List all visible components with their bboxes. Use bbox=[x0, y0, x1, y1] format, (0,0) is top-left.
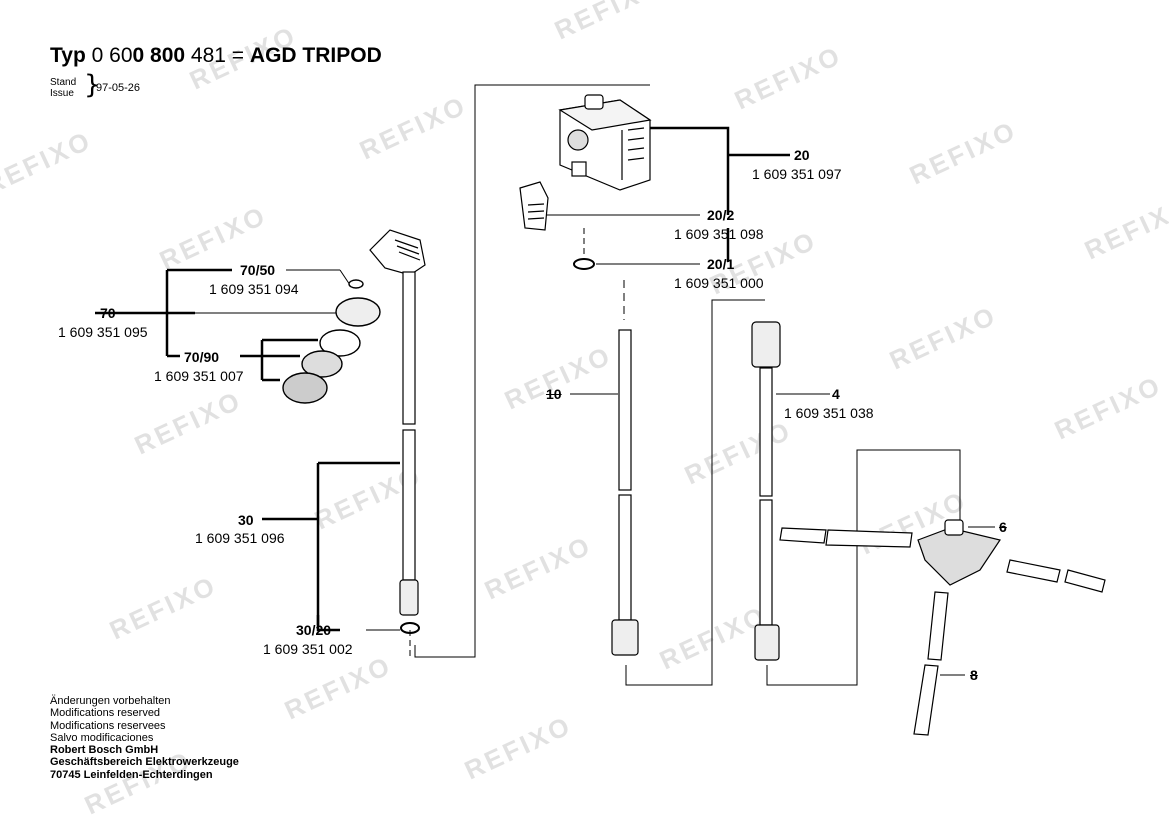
bracket-30-20 bbox=[316, 615, 340, 632]
type-number-c: 481 bbox=[190, 44, 226, 67]
part-label-30-20: 30/20 bbox=[296, 622, 332, 638]
part-number-30: 1 609 351 096 bbox=[195, 530, 285, 546]
brace-glyph: } bbox=[84, 70, 101, 100]
valve-body-icon bbox=[558, 94, 652, 191]
typ-word: Typ bbox=[50, 44, 86, 67]
part-number-70-50: 1 609 351 094 bbox=[209, 281, 299, 297]
part-number-20: 1 609 351 097 bbox=[752, 166, 842, 182]
footer-line: Salvo modificaciones bbox=[50, 731, 154, 744]
part-label-70-50: 70/50 bbox=[240, 262, 276, 278]
type-number-a: 0 60 bbox=[91, 44, 133, 67]
page-title: Typ 0 600 800 481 = AGD TRIPOD bbox=[50, 44, 382, 68]
part-label-30: 30 bbox=[238, 512, 254, 528]
part-number-70-90: 1 609 351 007 bbox=[154, 368, 244, 384]
product-name: AGD TRIPOD bbox=[249, 44, 382, 67]
filter-icon bbox=[519, 181, 549, 231]
part-label-20-2: 20/2 bbox=[707, 207, 735, 223]
part-label-20-1: 20/1 bbox=[707, 256, 735, 272]
part-label-20: 20 bbox=[794, 147, 810, 163]
part-number-70: 1 609 351 095 bbox=[58, 324, 148, 340]
footer-division: Geschäftsbereich Elektrowerkzeuge bbox=[50, 756, 239, 769]
bracket-70-90 bbox=[240, 338, 318, 382]
stand-label: Stand bbox=[50, 77, 77, 88]
tube-10-icon bbox=[611, 329, 639, 656]
washer-icon bbox=[400, 622, 420, 634]
frame-left bbox=[414, 84, 650, 658]
part-number-30-20: 1 609 351 002 bbox=[263, 641, 353, 657]
footer-company: Robert Bosch GmbH bbox=[50, 744, 159, 757]
frame-right bbox=[766, 449, 961, 686]
tripod-legs-icon bbox=[779, 527, 1106, 736]
struck-label-10: 10 bbox=[546, 386, 562, 402]
issue-label: Issue bbox=[50, 88, 74, 99]
part-number-20-2: 1 609 351 098 bbox=[674, 226, 764, 242]
bracket-70 bbox=[95, 268, 232, 358]
footer-notes: Änderungen vorbehalten Modifications res… bbox=[50, 695, 239, 781]
tube-4-icon bbox=[751, 321, 781, 661]
part-number-20-1: 1 609 351 000 bbox=[674, 275, 764, 291]
bracket-20 bbox=[650, 126, 790, 215]
part-label-70-90: 70/90 bbox=[184, 349, 220, 365]
stand-issue-labels: Stand Issue bbox=[50, 77, 76, 99]
tripod-hub-icon bbox=[917, 519, 1001, 586]
spray-tube-30-icon bbox=[369, 229, 426, 616]
part-number-4: 1 609 351 038 bbox=[784, 405, 874, 421]
footer-line: Modifications reserved bbox=[50, 707, 161, 720]
footer-line: Modifications reservees bbox=[50, 719, 166, 732]
bracket-30 bbox=[262, 461, 400, 625]
footer-address: 70745 Leinfelden-Echterdingen bbox=[50, 768, 213, 781]
frame-mid bbox=[625, 299, 765, 686]
footer-line: Änderungen vorbehalten bbox=[50, 695, 171, 707]
issue-date: 97-05-26 bbox=[96, 82, 141, 94]
type-number-b: 0 800 bbox=[132, 44, 186, 67]
o-ring-icon bbox=[573, 258, 595, 270]
equals-sign: = bbox=[231, 44, 245, 67]
struck-label-6: 6 bbox=[999, 519, 1007, 535]
part-label-4: 4 bbox=[832, 386, 840, 402]
part-label-70: 70 bbox=[100, 305, 116, 321]
struck-label-8: 8 bbox=[970, 667, 978, 683]
nozzle-rings-icon bbox=[282, 279, 381, 404]
